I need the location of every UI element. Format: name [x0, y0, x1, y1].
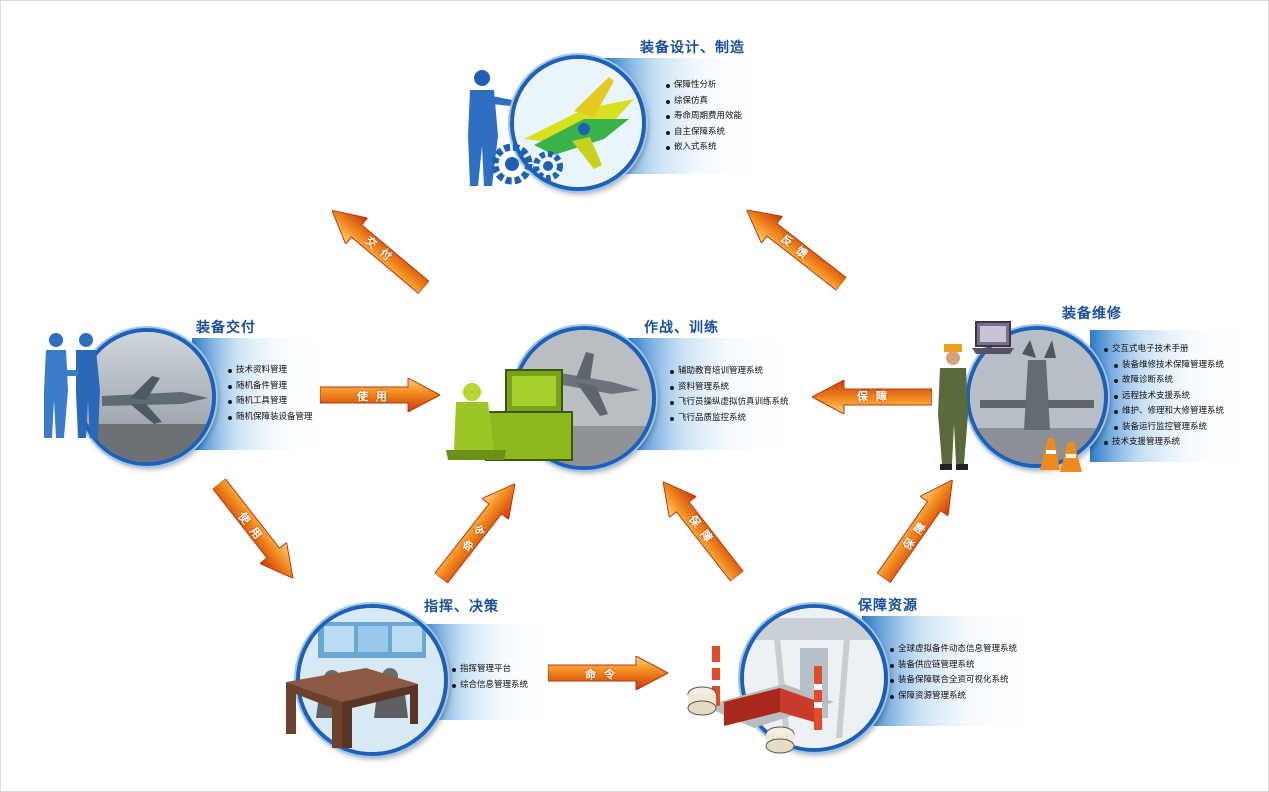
list-item: 装备保障联合全资可视化系统	[890, 673, 1017, 689]
list-item: 远程技术支援系统	[1104, 389, 1224, 405]
arrow-label: 命令	[585, 668, 623, 681]
list-item: 装备维修技术保障管理系统	[1104, 358, 1224, 374]
list-item: 故障诊断系统	[1104, 373, 1224, 389]
list-item: 全球虚拟备件动态信息管理系统	[890, 642, 1017, 658]
arrow-support-mid: 保障	[650, 471, 751, 586]
maintenance-items: 交互式电子技术手册 装备维修技术保障管理系统 故障诊断系统 远程技术支援系统 维…	[1104, 342, 1224, 451]
resources-title: 保障资源	[858, 598, 918, 614]
warehouse-model	[684, 636, 844, 756]
list-item: 飞行品质监控系统	[670, 411, 789, 427]
resources-items: 全球虚拟备件动态信息管理系统 装备供应链管理系统 装备保障联合全资可视化系统 保…	[890, 642, 1017, 704]
list-item: 自主保障系统	[666, 125, 742, 141]
command-desk	[286, 664, 418, 750]
arrow-label: 使用	[357, 390, 395, 403]
list-item: 辅助教育培训管理系统	[670, 364, 789, 380]
delivery-image	[78, 328, 216, 466]
combat-title: 作战、训练	[644, 320, 719, 336]
list-item: 随机保障装设备管理	[228, 410, 313, 426]
list-item: 资料管理系统	[670, 380, 789, 396]
resources-panel	[862, 616, 1046, 726]
design-items: 保障性分析 综保仿真 寿命周期费用效能 自主保障系统 嵌入式系统	[666, 78, 742, 156]
list-item: 寿命周期费用效能	[666, 109, 742, 125]
delivery-title: 装备交付	[196, 320, 256, 336]
arrow-order-up: 命令	[428, 473, 529, 588]
arrow-use-down: 使用	[206, 473, 307, 588]
maintenance-panel	[1090, 330, 1258, 462]
combat-items: 辅助教育培训管理系统 资料管理系统 飞行员操纵虚拟仿真训练系统 飞行品质监控系统	[670, 364, 789, 426]
maintenance-title: 装备维修	[1062, 306, 1122, 322]
list-item: 装备运行监控管理系统	[1104, 420, 1224, 436]
list-item: 随机备件管理	[228, 379, 313, 395]
combat-panel	[628, 338, 800, 450]
list-item: 维护、修理和大修管理系统	[1104, 404, 1224, 420]
list-item: 装备供应链管理系统	[890, 658, 1017, 674]
design-image	[510, 55, 646, 191]
traffic-cone-icon	[1030, 430, 1086, 474]
design-title: 装备设计、制造	[640, 40, 745, 56]
laptop-icon	[972, 320, 1016, 356]
list-item: 嵌入式系统	[666, 140, 742, 156]
list-item: 保障性分析	[666, 78, 742, 94]
list-item: 综合信息管理系统	[452, 678, 528, 694]
arrow-deliver: 交付	[321, 197, 435, 300]
arrow-support-right: 保障	[812, 380, 932, 414]
list-item: 保障资源管理系统	[890, 689, 1017, 705]
command-items: 指挥管理平台 综合信息管理系统	[452, 662, 528, 693]
simulator-operators	[446, 362, 574, 462]
list-item: 交互式电子技术手册	[1104, 342, 1224, 358]
list-item: 飞行员操纵虚拟仿真训练系统	[670, 395, 789, 411]
list-item: 技术支援管理系统	[1104, 435, 1224, 451]
arrow-command-right: 命令	[548, 656, 668, 690]
engineer-figure	[458, 66, 528, 190]
arrow-label: 保障	[857, 390, 895, 403]
list-item: 随机工具管理	[228, 394, 313, 410]
delivery-items: 技术资料管理 随机备件管理 随机工具管理 随机保障装设备管理	[228, 363, 313, 425]
handshake-figures	[40, 330, 104, 442]
gear-icon	[491, 140, 572, 186]
list-item: 技术资料管理	[228, 363, 313, 379]
arrow-feedback: 反馈	[736, 197, 851, 298]
arrow-support-res: 保障	[870, 470, 967, 588]
list-item: 综保仿真	[666, 94, 742, 110]
arrow-use: 使用	[320, 378, 440, 412]
command-title: 指挥、决策	[424, 599, 499, 615]
list-item: 指挥管理平台	[452, 662, 528, 678]
mechanic-figure	[930, 344, 976, 472]
